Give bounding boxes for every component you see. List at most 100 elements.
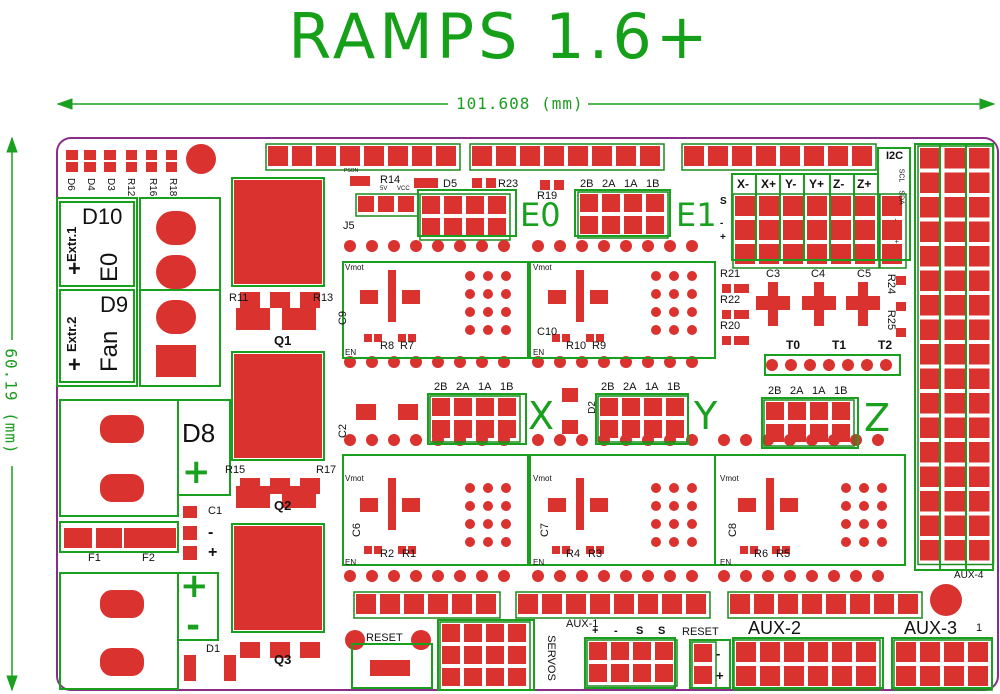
r5-label: R5 xyxy=(776,548,791,560)
jumper-pad xyxy=(687,483,697,493)
driver-socket-pad xyxy=(718,434,730,446)
aux2-header xyxy=(808,666,828,686)
jumper-pad xyxy=(841,537,851,547)
driver-socket-pad xyxy=(454,240,466,252)
axis-z-label: Z xyxy=(864,396,891,440)
cap-pad xyxy=(402,498,420,512)
r3-label: R3 xyxy=(588,548,603,560)
exp-header-3-outline xyxy=(681,143,877,171)
resistor-pad xyxy=(740,336,749,345)
aux-reset-label: RESET xyxy=(682,626,719,638)
aux4-header xyxy=(944,442,965,463)
driver-socket-pad xyxy=(850,570,862,582)
aux2-header xyxy=(736,666,756,686)
aux4-header xyxy=(969,319,990,340)
y-coil-header xyxy=(666,398,684,416)
endstop-row-label: - xyxy=(720,218,724,229)
jumper-pad xyxy=(687,501,697,511)
aux1-header-outline xyxy=(586,639,678,687)
driver-socket-pad xyxy=(620,240,632,252)
cap-pad xyxy=(590,498,608,512)
axis-e0-label: E0 xyxy=(520,196,561,234)
jumper-pad xyxy=(859,519,869,529)
aux4-header xyxy=(920,148,941,169)
driver-socket-pad xyxy=(598,240,610,252)
endstop-label: Y- xyxy=(785,177,797,191)
aux4-header xyxy=(920,442,941,463)
z-coil-header xyxy=(810,402,828,420)
driver-socket-pad xyxy=(498,240,510,252)
aux4-header xyxy=(944,148,965,169)
thermistor-pad xyxy=(842,359,854,371)
driver-socket-pad xyxy=(410,434,422,446)
aux4-header xyxy=(969,417,990,438)
bottom-header-2 xyxy=(518,594,538,614)
jumper-pad xyxy=(465,519,475,529)
d8-label: D8 xyxy=(182,418,216,448)
driver-socket-pad xyxy=(576,434,588,446)
aux1-header xyxy=(633,664,651,682)
j5-label: J5 xyxy=(343,220,355,232)
driver-socket-pad xyxy=(532,570,544,582)
aux1-header xyxy=(633,642,651,660)
en-label: EN xyxy=(345,558,357,567)
cap-pad xyxy=(548,498,566,512)
r19-label: R19 xyxy=(537,190,558,202)
endstop-header xyxy=(759,196,779,216)
led-pad xyxy=(84,162,96,172)
coil-label: 1B xyxy=(667,381,681,393)
pad xyxy=(486,178,496,188)
driver-socket-pad xyxy=(554,570,566,582)
coil-label: 1A xyxy=(812,385,826,397)
driver-socket-pad xyxy=(366,434,378,446)
exp-header-2-outline xyxy=(469,143,665,171)
extr2-label: Extr.2 xyxy=(64,316,79,352)
resistor-pad xyxy=(586,334,594,342)
aux1-header xyxy=(611,642,629,660)
resistor-pad xyxy=(126,162,137,172)
en-label: EN xyxy=(720,558,732,567)
jumper-pad xyxy=(651,483,661,493)
driver-socket-pad xyxy=(432,240,444,252)
exp-header-3 xyxy=(732,146,752,166)
resistor-pad xyxy=(896,276,906,285)
driver-socket-pad xyxy=(388,240,400,252)
exp-header-3 xyxy=(708,146,728,166)
bottom-header-2 xyxy=(614,594,634,614)
resistor-pad xyxy=(734,284,743,293)
aux4-header xyxy=(969,221,990,242)
bottom-header-2 xyxy=(638,594,658,614)
pad xyxy=(472,178,482,188)
jumper-pad xyxy=(877,519,887,529)
z-coil-header xyxy=(766,402,784,420)
aux3-header xyxy=(944,642,964,662)
resistor-pad xyxy=(586,546,594,554)
y-coil-header xyxy=(644,398,662,416)
e1-coil-header xyxy=(646,216,664,234)
driver-socket-pad xyxy=(410,570,422,582)
e1-coil-header-outline xyxy=(577,191,669,239)
bottom-header-3 xyxy=(802,594,822,614)
resistor-pad xyxy=(734,336,743,345)
aux4-label: AUX-4 xyxy=(954,570,984,581)
aux3-header xyxy=(920,666,940,686)
j5-header xyxy=(398,196,414,212)
aux1-label: AUX-1 xyxy=(566,618,599,630)
i2c-header-outline xyxy=(879,193,907,269)
d5-pad xyxy=(414,178,438,188)
i2c-pin-label: SCL xyxy=(897,168,905,183)
r22-label: R22 xyxy=(720,294,741,306)
e0-aux-header-outline xyxy=(419,193,511,241)
bottom-header-2 xyxy=(566,594,586,614)
aux4-header xyxy=(920,368,941,389)
r11-label: R11 xyxy=(229,292,249,304)
i2c-label: I2C xyxy=(886,150,904,162)
e1-coil-header xyxy=(624,216,642,234)
driver-socket-pad xyxy=(784,570,796,582)
y-coil-header xyxy=(666,420,684,438)
driver-socket-pad xyxy=(762,570,774,582)
aux4-header xyxy=(920,466,941,487)
c1-minus: - xyxy=(208,524,214,541)
resistor-pad xyxy=(722,310,731,319)
servo-header xyxy=(464,624,482,642)
